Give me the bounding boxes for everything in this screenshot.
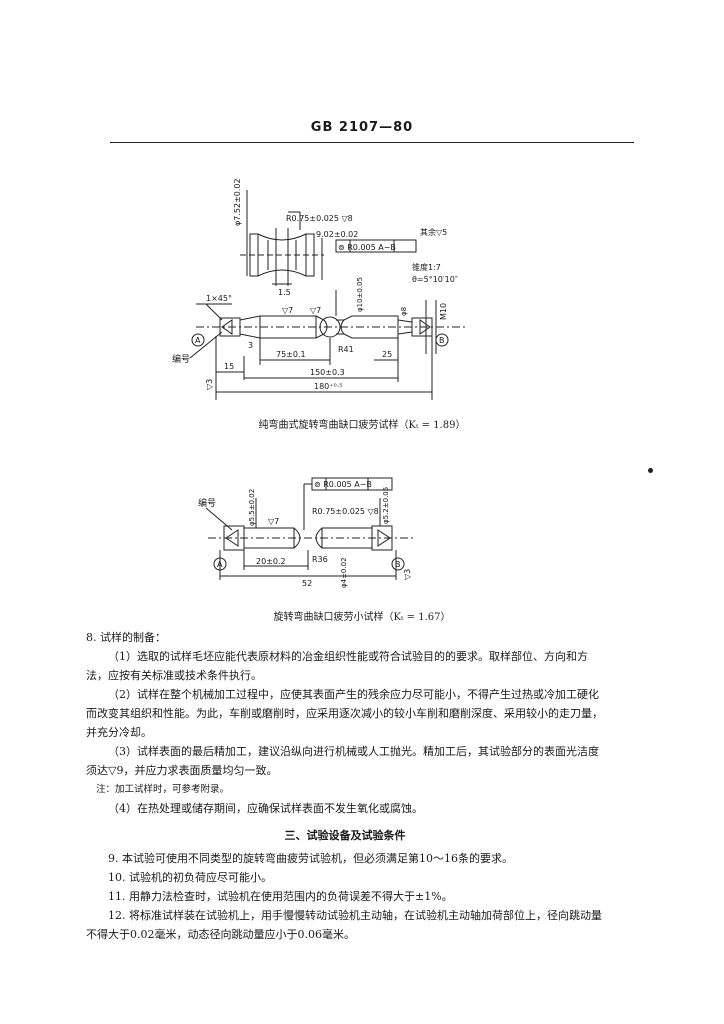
figure2-caption: 旋转弯曲缺口疲劳小试样（Kₜ = 1.67）: [273, 612, 451, 623]
fig1-chamfer: 1×45°: [206, 294, 232, 303]
fig1-angle: θ=5°10′10″: [412, 275, 458, 284]
item8-3: （3）试样表面的最后精加工，建议沿纵向进行机械或人工抛光。精加工后，其试验部分的…: [86, 745, 599, 777]
fig2-datum-b: B: [395, 560, 401, 569]
item11: 11. 用静力法检查时，试验机在使用范围内的负荷误差不得大于±1%。: [108, 890, 453, 903]
fig1-rest-finish: 其余▽5: [420, 227, 447, 237]
fig2-notch-radius: R36: [312, 555, 328, 564]
fig1-number-mark: 编号: [172, 353, 190, 365]
fig2-datum-a: A: [217, 560, 223, 569]
fig1-dia-end: φ8: [400, 307, 408, 316]
section3-heading: 三、试验设备及试验条件: [284, 829, 406, 842]
fig2-dim-20: 20±0.2: [256, 557, 286, 566]
fig1-datum-b: B: [439, 336, 445, 345]
scan-speck: [648, 468, 653, 473]
figure2-drawing: ⊚ R0.005 A−B 编号 φ5.5±0.02 R0.75±0.025 ▽8…: [198, 477, 414, 588]
fig2-dia-right: φ5.2±0.05: [382, 487, 390, 524]
item8-4: （4）在热处理或储存期间，应确保试样表面不发生氧化或腐蚀。: [108, 802, 423, 815]
fig1-dia-detail: φ7.52±0.02: [233, 178, 242, 226]
item8-2: （2）试样在整个机械加工过程中，应使其表面产生的残余应力尽可能小，不得产生过热或…: [86, 688, 603, 739]
standard-number: GB 2107—80: [310, 120, 414, 135]
item8-1: （1）选取的试样毛坯应能代表原材料的冶金组织性能或符合试验目的的要求。取样部位、…: [86, 650, 588, 682]
item10: 10. 试验机的初负荷应尽可能小。: [108, 871, 272, 884]
item8-title: 8. 试样的制备：: [86, 631, 166, 644]
fig1-finish-3: ▽3: [205, 379, 214, 390]
figure1-drawing: φ7.52±0.02 R0.75±0.025 ▽8 9.02±0.02 ⊚ R0…: [172, 178, 468, 400]
fig1-notch-radius: R41: [338, 345, 354, 354]
fig2-tolerance-frame: ⊚ R0.005 A−B: [314, 480, 372, 489]
fig1-dim-150: 150±0.3: [310, 368, 345, 377]
body-text: 8. 试样的制备： （1）选取的试样毛坯应能代表原材料的冶金组织性能或符合试验目…: [86, 628, 604, 944]
fig1-dim-75: 75±0.1: [276, 350, 306, 359]
fig2-dia-left: φ5.5±0.02: [248, 489, 256, 526]
fig1-dim-25: 25: [382, 350, 392, 359]
fig2-finish-3: ▽3: [403, 569, 412, 580]
header-rule: [110, 142, 634, 143]
figure1-caption: 纯弯曲式旋转弯曲缺口疲劳试样（Kₜ = 1.89）: [258, 420, 466, 431]
fig2-radius: R0.75±0.025 ▽8: [312, 507, 379, 516]
fig1-width-detail: 9.02±0.02: [316, 230, 358, 239]
item8-note: 注：加工试样时，可参考附录。: [96, 784, 230, 795]
fig1-detail-dim: 1.5: [278, 288, 291, 297]
item9: 9. 本试验可使用不同类型的旋转弯曲疲劳试验机，但必须满足第10～16条的要求。: [108, 852, 513, 865]
fig1-thread: M10: [439, 303, 448, 320]
fig1-datum-a: A: [195, 336, 201, 345]
fig2-dim-52: 52: [302, 579, 312, 588]
fig1-radius-detail: R0.75±0.025 ▽8: [286, 214, 353, 223]
fig2-number-mark: 编号: [198, 497, 216, 509]
fig1-dim-3: 3: [248, 341, 253, 350]
fig2-dia-notch: φ4±0.02: [340, 557, 348, 588]
fig1-tolerance-frame: ⊚ R0.005 A−B: [338, 243, 396, 252]
fig1-dim-180: 180⁺⁰·⁵: [314, 382, 342, 391]
fig1-dim-15: 15: [224, 362, 234, 371]
fig1-dia-main: φ10±0.05: [356, 277, 364, 312]
fig2-finish-7: ▽7: [268, 517, 279, 526]
item12: 12. 将标准试样装在试验机上，用手慢慢转动试验机主动轴，在试验机主动轴加荷部位…: [86, 909, 602, 941]
fig1-finish-7a: ▽7: [282, 306, 293, 315]
fig1-taper: 锥度1:7: [412, 262, 441, 272]
fig1-finish-7b: ▽7: [310, 306, 321, 315]
